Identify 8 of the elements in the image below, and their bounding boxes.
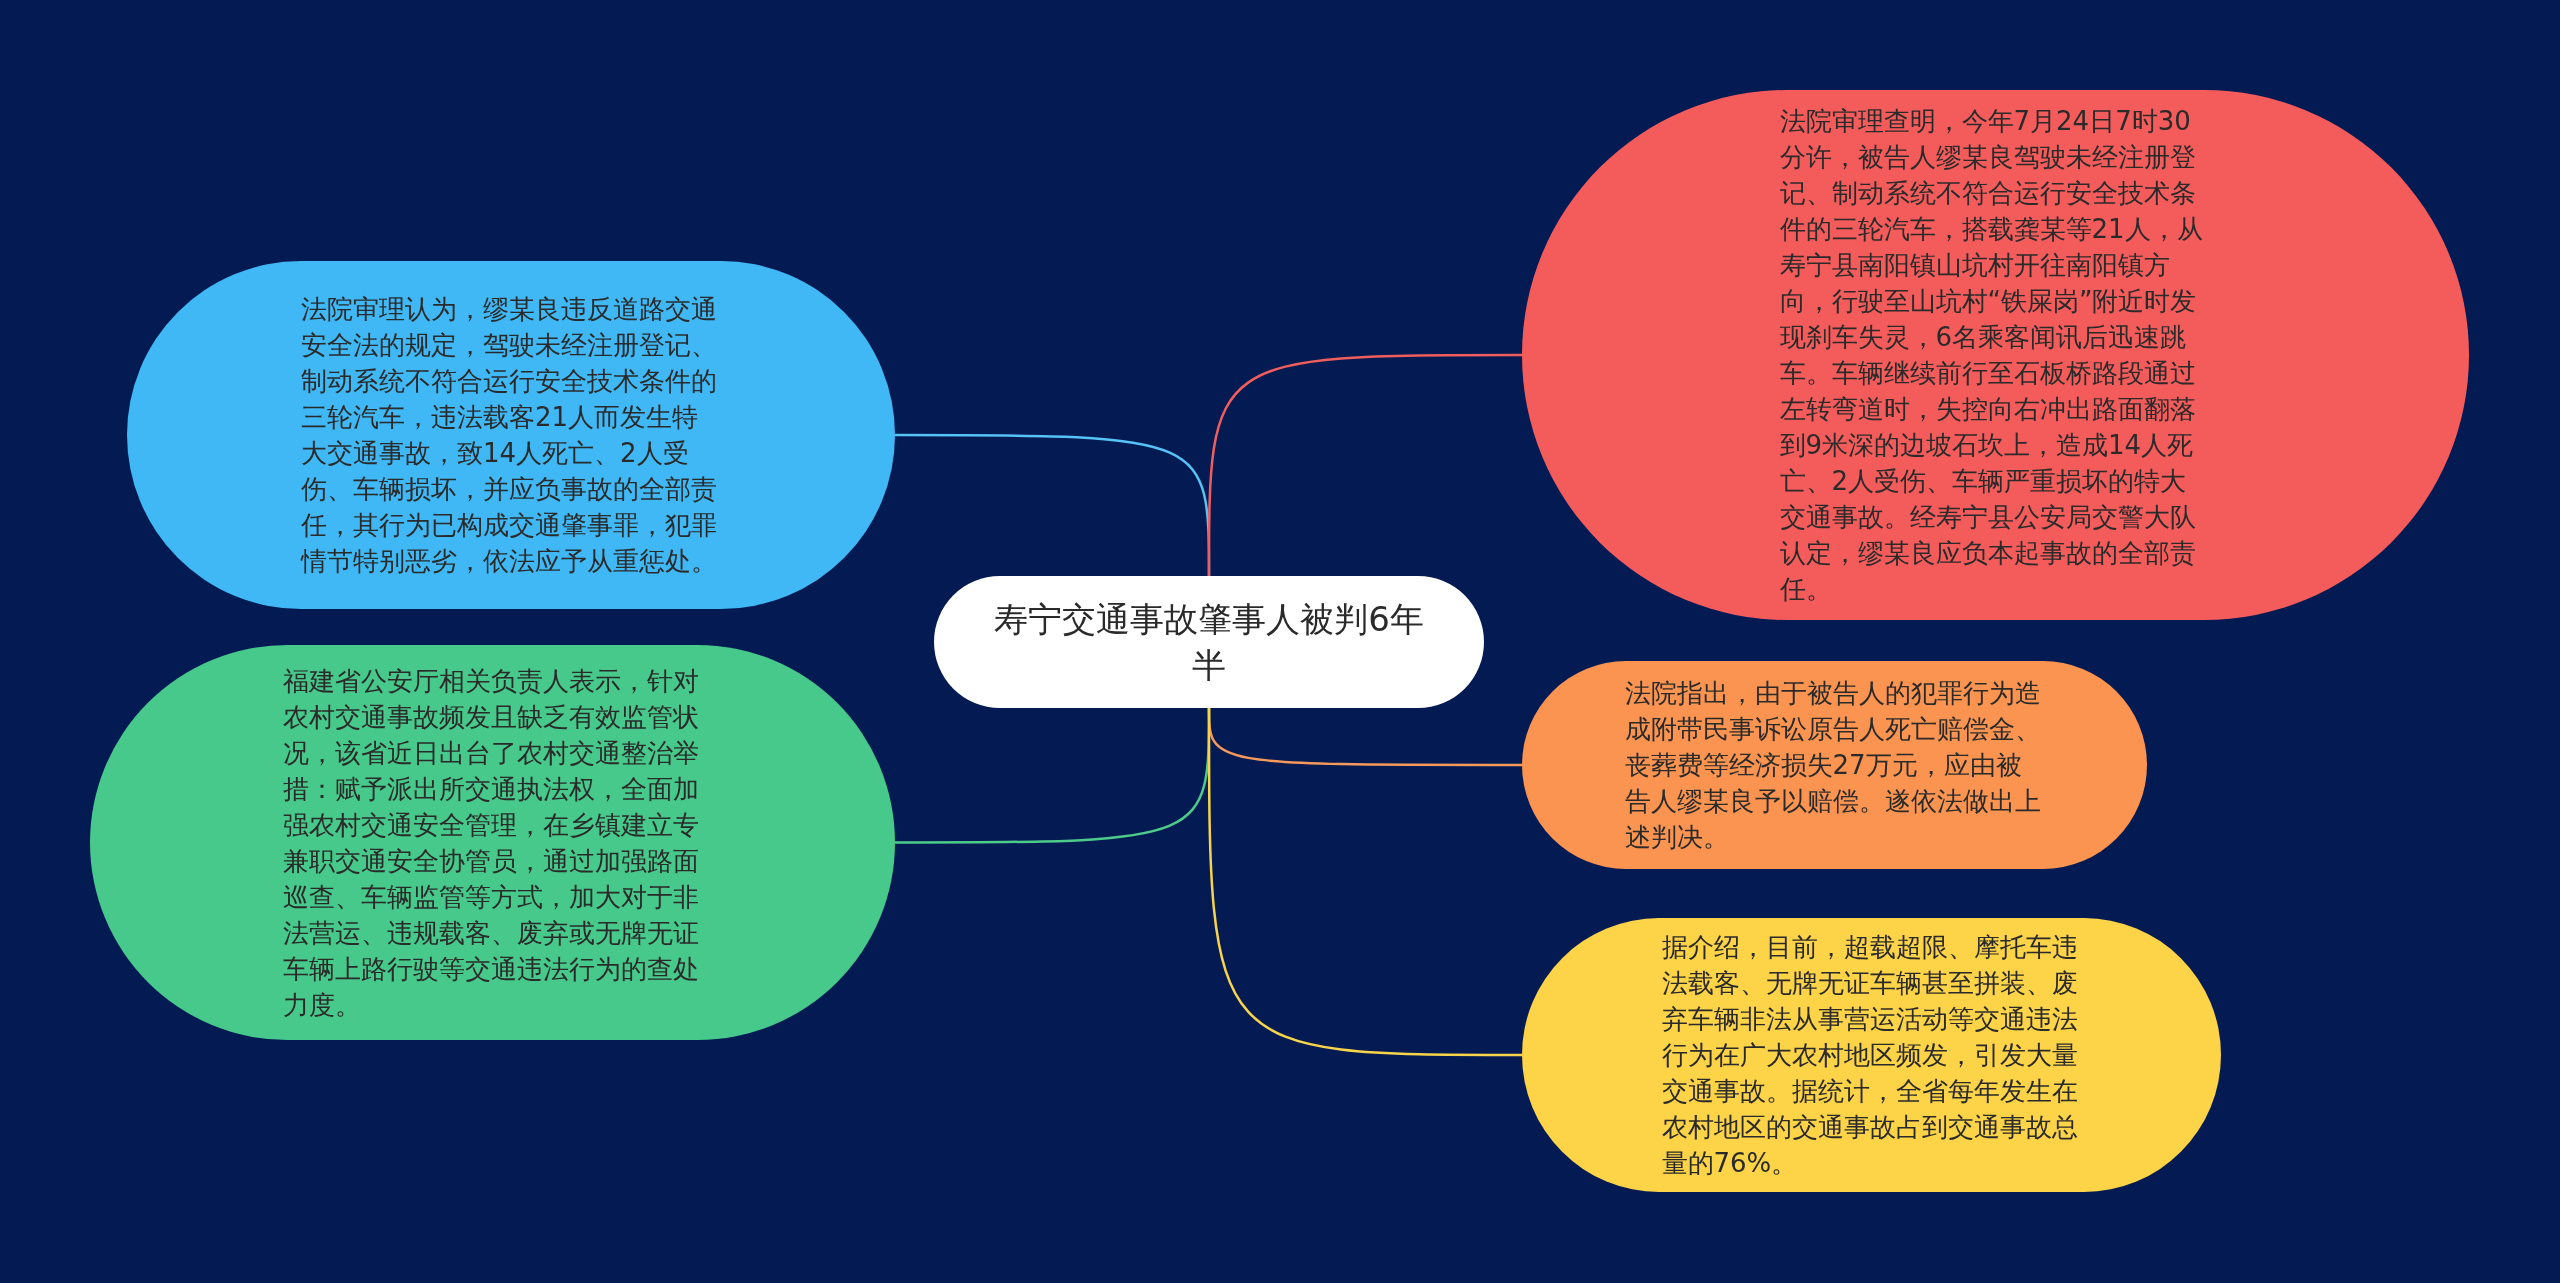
topic-text: 福建省公安厅相关负责人表示，针对农村交通事故频发且缺乏有效监管状况，该省近日出台了农村交通整治举措：赋予派出所交通执法权，全面加强农村交通安全管理，在乡镇建立专兼职交通安全协管员，通过加强路面巡查、车辆监管等方式，加大对于非法营运、违规载客、废弃或无牌无证车辆上路行驶等交通违法行为的查处力度。 [282, 664, 700, 1022]
topic-title: 寿宁交通事故肇事人被判6年半 [994, 598, 1424, 687]
topic-text: 法院指出，由于被告人的犯罪行为造成附带民事诉讼原告人死亡赔偿金、丧葬费等经济损失27万元，应由被告人缪某良予以赔偿。遂依法做出上述判决。 [1624, 677, 2042, 854]
topic-text: 法院审理认为，缪某良违反道路交通安全法的规定，驾驶未经注册登记、制动系统不符合运行安全技术条件的三轮汽车，违法载客21人而发生特大交通事故，致14人死亡、2人受伤、车辆损坏，并应负事故的全部责任，其行为已构成交通肇事罪，犯罪情节特别恶劣，依法应予从重惩处。 [301, 293, 718, 578]
connector-line [1207, 708, 1522, 1057]
topic-text: 法院审理查明，今年7月24日7时30分许，被告人缪某良驾驶未经注册登记、制动系统不符合运行安全技术条件的三轮汽车，搭载龚某等21人，从寿宁县南阳镇山坑村开往南阳镇方向，行驶至山坑村“铁屎岗”附近时发现刹车失灵，6名乘客闻讯后迅速跳车。车辆继续前行至石板桥路段通过左转弯道时，失控向右冲出路面翻落到9米深的边坡石坎上，造成14人死亡、2人受伤、车辆严重损坏的特大交通事故。经寿宁县公安局交警大队认定，缪某良应负本起事故的全部责任。 [1779, 105, 2204, 606]
topic-text: 据介绍，目前，超载超限、摩托车违法载客、无牌无证车辆甚至拼装、废弃车辆非法从事营运活动等交通违法行为在广大农村地区频发，引发大量交通事故。据统计，全省每年发生在农村地区的交通事故占到交通事故总量的76%。 [1661, 931, 2079, 1180]
connector-line [1207, 353, 1522, 576]
